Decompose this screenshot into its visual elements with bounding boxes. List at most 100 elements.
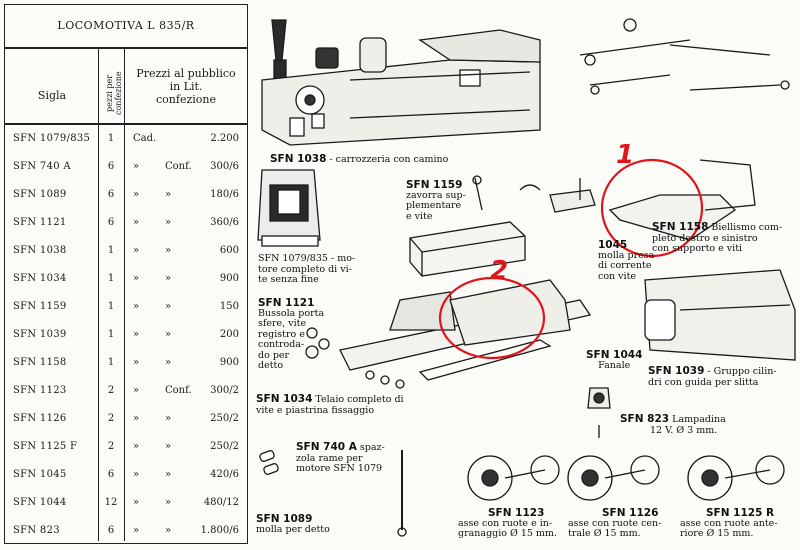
cell-sigla: SFN 1126	[13, 413, 67, 424]
exploded-diagram: 1 2 SFN 1038 - carrozzeria con camino SF…	[250, 0, 800, 550]
label-line: asse con ruote e in-	[458, 517, 553, 529]
cell-mark: »	[165, 273, 172, 284]
cell-price: 150	[219, 301, 239, 312]
label-code: SFN 1039	[648, 365, 705, 377]
brushes-drawing	[259, 450, 279, 475]
cell-mark: »	[165, 469, 172, 480]
label-line: 12 V. Ø 3 mm.	[650, 424, 718, 436]
cell-sigla: SFN 1044	[13, 497, 67, 508]
parts-illustration	[257, 18, 796, 537]
label-code: SFN 1123	[488, 507, 545, 519]
body-shell-drawing	[261, 19, 541, 146]
label-sfn-1125r: SFN 1125 R asse con ruote ante- riore Ø …	[680, 508, 778, 540]
label-line: molla per detto	[256, 523, 330, 535]
cell-mark: »	[165, 245, 172, 256]
cell-mark: »	[165, 217, 172, 228]
cell-pezzi: 1	[107, 245, 115, 256]
cell-price: 200	[219, 329, 239, 340]
label-sfn-1039: SFN 1039 - Gruppo cilin- dri con guida p…	[648, 366, 777, 388]
cell-mark: »	[133, 497, 140, 508]
cell-price: 360/6	[210, 217, 239, 228]
callout-circle	[600, 158, 704, 258]
cell-mark: »	[133, 441, 140, 452]
label-text: Telaio completo di	[312, 394, 404, 405]
cell-pezzi: 1	[107, 133, 115, 144]
cell-pezzi: 2	[107, 385, 115, 396]
label-code: SFN 1125 R	[706, 507, 775, 519]
axle-1123-drawing	[467, 455, 560, 501]
divider	[98, 47, 99, 541]
divider	[124, 47, 125, 541]
cell-price: 1.800/6	[200, 525, 239, 536]
label-code: SFN 1044	[586, 349, 643, 361]
cell-pezzi: 6	[107, 469, 115, 480]
header-prezzi-line: Prezzi al pubblico	[136, 67, 236, 80]
label-line: di corrente	[598, 260, 652, 271]
cell-mark: »	[133, 217, 140, 228]
cell-price: 300/6	[210, 161, 239, 172]
cell-mark: »	[133, 189, 140, 200]
label-line: do per	[258, 349, 290, 361]
cell-price: 2.200	[210, 133, 239, 144]
cylinders-drawing	[644, 269, 796, 361]
label-text: Lampadina	[669, 414, 726, 425]
header-sigla: Sigla	[37, 89, 67, 102]
divider	[5, 47, 247, 49]
cell-pezzi: 1	[107, 329, 115, 340]
label-line: trale Ø 15 mm.	[568, 528, 641, 539]
cell-sigla: SFN 1089	[13, 189, 67, 200]
cell-conf: Conf.	[165, 161, 192, 172]
label-line: te senza fine	[258, 274, 319, 285]
cell-sigla: SFN 1121	[13, 217, 67, 228]
cell-mark: »	[133, 413, 140, 424]
cell-mark: »	[133, 469, 140, 480]
valve-gear-drawing	[579, 18, 790, 241]
cell-price: 300/2	[210, 385, 239, 396]
axle-1126-drawing	[567, 455, 660, 501]
cell-pezzi: 1	[107, 357, 115, 368]
label-code: 1045	[598, 239, 628, 251]
cell-sigla: SFN 1045	[13, 469, 67, 480]
cell-sigla: SFN 1034	[13, 273, 67, 284]
label-line: riore Ø 15 mm.	[680, 528, 754, 539]
cell-pezzi: 6	[107, 189, 115, 200]
cell-pezzi: 1	[107, 273, 115, 284]
label-line: tore completo di vi-	[258, 263, 352, 275]
motor-drawing	[257, 169, 321, 247]
header-pezzi: pezzi per confezione	[105, 71, 123, 115]
cell-pezzi: 1	[107, 301, 115, 312]
label-line: asse con ruote cen-	[568, 517, 662, 529]
label-code: SFN 1158	[652, 221, 709, 233]
cell-mark: »	[133, 301, 140, 312]
header-prezzi-line: confezione	[156, 93, 216, 106]
cell-sigla: SFN 1079/835	[13, 133, 91, 144]
label-line: Bussola porta	[258, 307, 325, 319]
cell-mark: »	[165, 189, 172, 200]
label-sfn-823: SFN 823 Lampadina 12 V. Ø 3 mm.	[620, 414, 726, 436]
label-line: e vite	[406, 210, 433, 222]
label-sfn-740a: SFN 740 A spaz- zola rame per motore SFN…	[296, 442, 385, 475]
cell-pezzi: 6	[107, 525, 115, 536]
label-line: asse con ruote ante-	[680, 517, 778, 529]
label-line: motore SFN 1079	[296, 463, 383, 474]
callout-number: 2	[490, 256, 509, 286]
label-code: SFN 740 A	[296, 441, 357, 453]
header-prezzi-line: in Lit.	[169, 80, 203, 93]
label-line: granaggio Ø 15 mm.	[458, 528, 557, 539]
lamp-drawing	[587, 387, 611, 438]
label-text: Biellismo com-	[708, 222, 783, 233]
cell-mark: »	[133, 329, 140, 340]
label-code: SFN 1038	[270, 153, 327, 165]
cell-sigla: SFN 1123	[13, 385, 67, 396]
callout-number: 1	[616, 140, 635, 170]
label-line: pleto destro e sinistro	[652, 232, 758, 244]
cell-mark: »	[165, 329, 172, 340]
cell-price: 420/6	[210, 469, 239, 480]
label-sfn-1123: SFN 1123 asse con ruote e in- granaggio …	[458, 508, 557, 540]
